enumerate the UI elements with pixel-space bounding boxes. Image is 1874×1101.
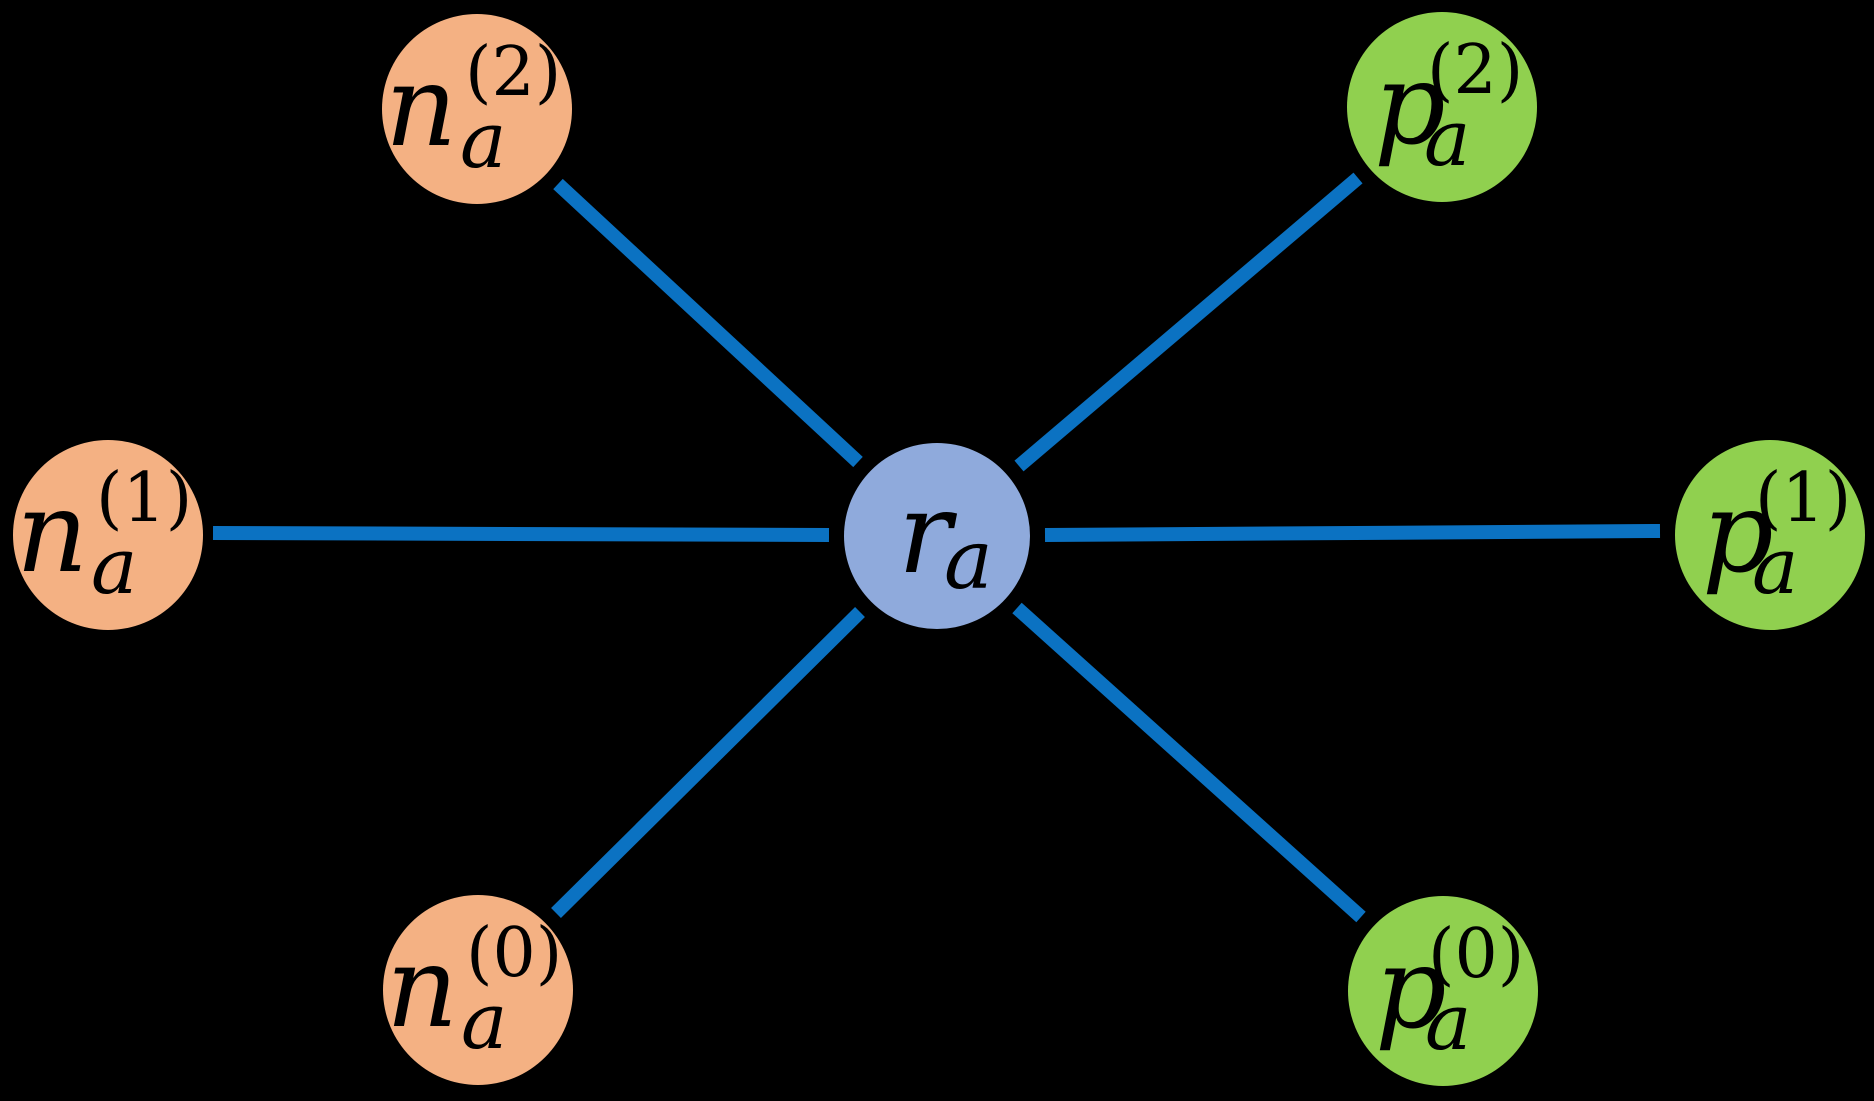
edge-center-to-mid-right [1044,524,1661,542]
node-r-a-label: r a [898,469,993,608]
node-r-a: r a [844,443,1030,629]
node-p-a-0-circle [1348,896,1538,1086]
label-base: n [385,42,457,172]
label-subscript: a [1425,978,1472,1068]
label-subscript: a [944,513,993,608]
label-superscript: (2) [1427,31,1523,110]
label-base: r [898,469,958,599]
node-p-a-2: p (2) a [1347,12,1537,202]
label-subscript: a [1752,522,1799,612]
node-p-a-0-label: p (0) a [1375,915,1529,1068]
label-base: p [1375,924,1447,1054]
node-r-a-circle [844,443,1030,629]
edge-center-to-bottom-left [551,607,865,918]
label-superscript: (0) [1428,915,1524,994]
label-base: n [386,923,458,1053]
node-n-a-0: n (0) a [383,895,573,1085]
label-base: p [1374,40,1446,170]
label-subscript: a [1424,94,1471,184]
edge-center-to-top-right [1014,172,1363,472]
node-n-a-1-label: n (1) a [16,459,197,612]
edge-center-to-top-left [553,178,863,468]
node-n-a-2: n (2) a [382,14,572,204]
label-subscript: a [91,522,138,612]
label-subscript: a [461,977,508,1067]
label-superscript: (1) [96,459,192,538]
edge-group [212,172,1661,923]
label-subscript: a [460,96,507,186]
node-p-a-2-label: p (2) a [1374,31,1528,184]
node-n-a-0-label: n (0) a [386,914,567,1067]
node-p-a-1: p (1) a [1675,440,1865,630]
node-n-a-1: n (1) a [13,440,203,630]
label-superscript: (2) [465,33,561,112]
node-p-a-1-circle [1675,440,1865,630]
node-p-a-0: p (0) a [1348,896,1538,1086]
node-n-a-2-circle [382,14,572,204]
node-n-a-1-circle [13,440,203,630]
node-n-a-0-circle [383,895,573,1085]
label-base: n [16,468,88,598]
node-p-a-1-label: p (1) a [1702,459,1856,612]
label-base: p [1702,468,1774,598]
node-p-a-2-circle [1347,12,1537,202]
edge-center-to-mid-left [212,526,830,542]
label-superscript: (0) [466,914,562,993]
label-superscript: (1) [1755,459,1851,538]
edge-center-to-bottom-right [1012,602,1366,923]
node-n-a-2-label: n (2) a [385,33,566,186]
